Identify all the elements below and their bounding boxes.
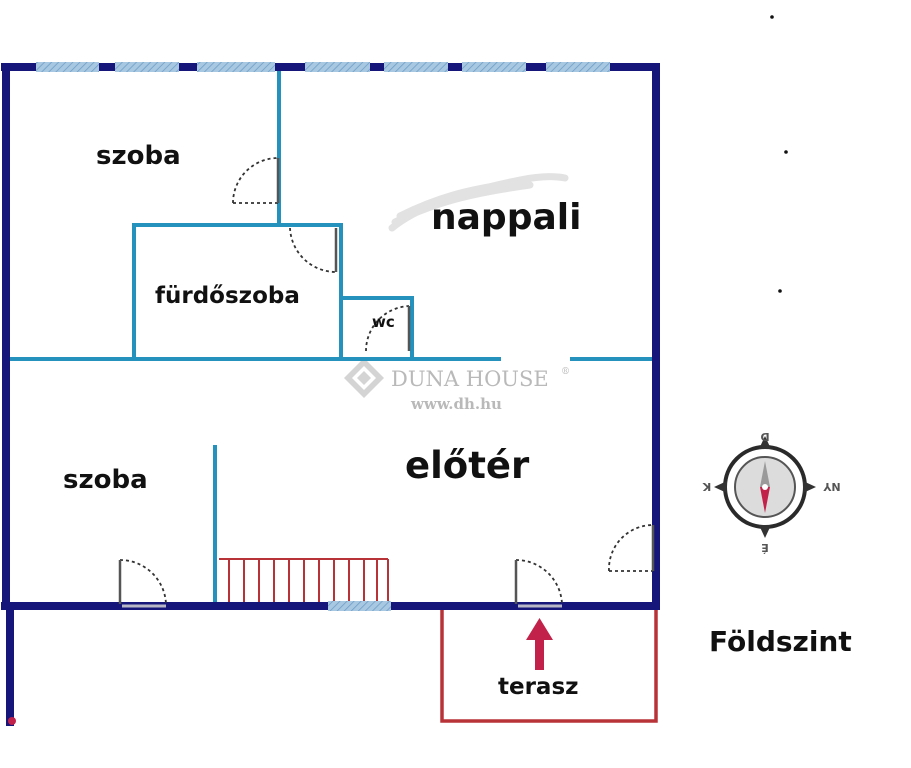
compass-label-west: K bbox=[702, 480, 711, 493]
room-label-eloter: előtér bbox=[405, 444, 530, 487]
stray-dots bbox=[770, 15, 788, 293]
floor-label: Földszint bbox=[709, 625, 852, 658]
compass-label-east: NY bbox=[822, 480, 840, 493]
door-leaves bbox=[118, 158, 655, 604]
watermark-registered: ® bbox=[561, 367, 570, 377]
room-label-szoba-top: szoba bbox=[96, 141, 181, 171]
watermark-brand: DUNA HOUSE bbox=[391, 367, 549, 391]
compass-icon bbox=[714, 436, 816, 538]
duna-house-logo-icon bbox=[344, 358, 384, 398]
room-label-szoba-bottom: szoba bbox=[63, 465, 148, 495]
watermark: DUNA HOUSE ® www.dh.hu bbox=[344, 358, 570, 413]
watermark-url: www.dh.hu bbox=[410, 395, 502, 413]
inner-walls bbox=[8, 66, 652, 605]
faint-scribble bbox=[388, 173, 569, 232]
compass-label-north: D bbox=[760, 430, 769, 443]
door-swings bbox=[119, 157, 654, 605]
room-label-terasz: terasz bbox=[498, 674, 579, 700]
staircase bbox=[219, 558, 389, 603]
terrace-outline bbox=[440, 608, 658, 723]
room-label-wc: wc bbox=[372, 313, 395, 331]
entrance-arrow-icon bbox=[526, 618, 553, 670]
room-label-furdoszoba: fürdőszoba bbox=[155, 283, 300, 309]
wall-end-marker bbox=[8, 717, 16, 725]
room-label-nappali: nappali bbox=[431, 197, 581, 238]
compass-label-south: É bbox=[761, 541, 769, 554]
windows bbox=[36, 62, 610, 611]
